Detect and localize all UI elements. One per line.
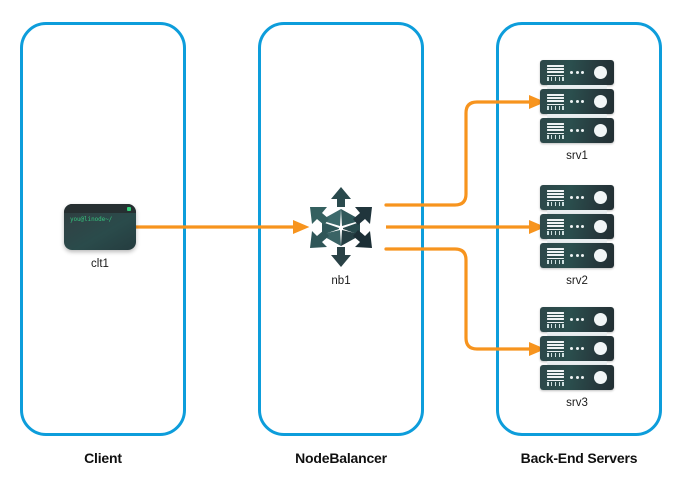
rack-connector	[547, 361, 607, 365]
indicator-dots-icon	[570, 318, 584, 321]
server-unit	[540, 336, 614, 361]
hexagon-core	[322, 209, 360, 246]
power-knob-icon	[594, 313, 607, 326]
group-label-client: Client	[84, 450, 122, 466]
indicator-dots-icon	[570, 376, 584, 379]
node-label-srv3: srv3	[566, 397, 588, 409]
vents-icon	[547, 248, 564, 260]
indicator-dots-icon	[570, 71, 584, 74]
server-unit	[540, 118, 614, 143]
node-label-srv2: srv2	[566, 275, 588, 287]
server-rack-icon-srv2[interactable]	[540, 185, 614, 269]
indicator-dots-icon	[570, 254, 584, 257]
ticks-icon	[547, 77, 564, 81]
rack-connector	[547, 85, 607, 89]
rack-connector	[547, 210, 607, 214]
vents-icon	[547, 65, 564, 77]
ticks-icon	[547, 135, 564, 139]
vents-icon	[547, 190, 564, 202]
vents-icon	[547, 370, 564, 382]
nodebalancer-icon[interactable]	[299, 185, 383, 269]
rack-connector	[547, 239, 607, 243]
server-unit	[540, 214, 614, 239]
power-knob-icon	[594, 220, 607, 233]
server-unit	[540, 89, 614, 114]
node-label-nb1: nb1	[331, 275, 351, 287]
terminal-status-dot-icon	[127, 207, 131, 211]
terminal-prompt-text: you@linode~/	[70, 216, 113, 223]
power-knob-icon	[594, 342, 607, 355]
group-box-backend	[496, 22, 662, 436]
server-rack-icon-srv3[interactable]	[540, 307, 614, 391]
power-knob-icon	[594, 95, 607, 108]
ticks-icon	[547, 382, 564, 386]
group-box-nodebalancer	[258, 22, 424, 436]
vents-icon	[547, 341, 564, 353]
terminal-title-bar	[64, 204, 136, 213]
indicator-dots-icon	[570, 100, 584, 103]
ticks-icon	[547, 353, 564, 357]
power-knob-icon	[594, 191, 607, 204]
indicator-dots-icon	[570, 129, 584, 132]
ticks-icon	[547, 260, 564, 264]
server-unit	[540, 60, 614, 85]
ticks-icon	[547, 231, 564, 235]
vents-icon	[547, 219, 564, 231]
vents-icon	[547, 94, 564, 106]
server-rack-icon-srv1[interactable]	[540, 60, 614, 144]
group-box-client	[20, 22, 186, 436]
server-unit	[540, 185, 614, 210]
power-knob-icon	[594, 249, 607, 262]
node-label-clt1: clt1	[91, 258, 109, 270]
ticks-icon	[547, 106, 564, 110]
ticks-icon	[547, 202, 564, 206]
rack-connector	[547, 114, 607, 118]
group-label-nodebalancer: NodeBalancer	[295, 450, 387, 466]
power-knob-icon	[594, 124, 607, 137]
power-knob-icon	[594, 371, 607, 384]
rack-connector	[547, 332, 607, 336]
indicator-dots-icon	[570, 225, 584, 228]
group-label-backend: Back-End Servers	[520, 450, 638, 466]
node-label-srv1: srv1	[566, 150, 588, 162]
vents-icon	[547, 123, 564, 135]
power-knob-icon	[594, 66, 607, 79]
indicator-dots-icon	[570, 196, 584, 199]
server-unit	[540, 243, 614, 268]
directional-arrows	[310, 187, 372, 267]
terminal-icon[interactable]: you@linode~/	[64, 204, 136, 250]
vents-icon	[547, 312, 564, 324]
server-unit	[540, 307, 614, 332]
indicator-dots-icon	[570, 347, 584, 350]
ticks-icon	[547, 324, 564, 328]
server-unit	[540, 365, 614, 390]
